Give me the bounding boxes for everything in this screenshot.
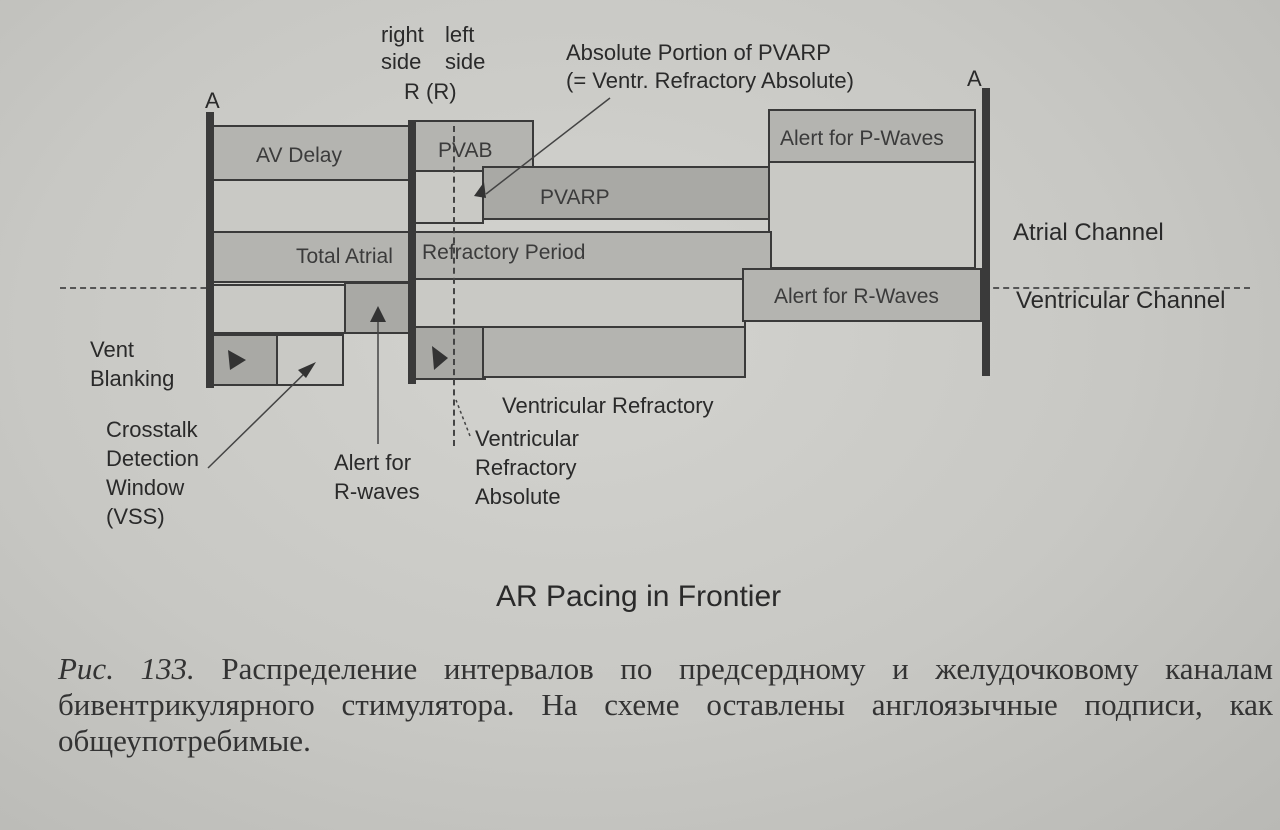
vent-refractory-absolute-label-2: Refractory [475,455,577,480]
total-atrial-label-a: Total Atrial [296,245,393,268]
crosstalk-label-4: (VSS) [106,504,165,529]
alert-r-waves-label: Alert for R-Waves [774,285,939,308]
ventricular-refractory-label: Ventricular Refractory [502,393,714,418]
pace-bar-right [982,88,990,376]
av-delay-box: AV Delay [212,125,412,181]
r-dashed-line [453,126,455,446]
crosstalk-label-3: Window [106,475,185,500]
crosstalk-window-box [276,334,344,386]
absolute-pvarp-label-1: Absolute Portion of PVARP [566,40,831,65]
blanking-arrow-icon [228,350,246,370]
vent-blanking-label-2: Blanking [90,366,175,391]
alert-r-waves-lower-label-1: Alert for [334,450,412,475]
pace-bar-middle [408,120,416,384]
vent-abs-arrow-icon [432,346,448,370]
figure-number: Рис. 133. [58,651,195,686]
crosstalk-leader [207,367,311,469]
marker-a-left: A [205,88,220,113]
alert-r-waves-box: Alert for R-Waves [742,268,982,322]
alert-r-arrow-icon [370,306,386,322]
crosstalk-arrow-icon [298,362,316,378]
atrial-channel-label: Atrial Channel [1013,219,1164,246]
left-side-label-1: left [445,22,475,47]
absolute-pvarp-leader [485,97,611,195]
marker-a-right: A [967,66,982,91]
vent-abs-leader [455,399,471,437]
total-atrial-label-b: Refractory Period [422,241,586,264]
alert-r-waves-lower-label-2: R-waves [334,479,420,504]
crosstalk-label-1: Crosstalk [106,417,198,442]
right-side-label-2: side [381,49,422,74]
caption-text: Распределение интервалов по предсердному… [58,651,1273,758]
av-delay-label: AV Delay [256,144,342,167]
figure-title: AR Pacing in Frontier [496,580,782,613]
pace-bar-left [206,112,214,388]
vent-refractory-absolute-label-1: Ventricular [475,426,579,451]
vent-refractory-box [482,326,746,378]
figure-caption: Рис. 133. Распределение интервалов по пр… [58,651,1273,759]
pvab-label: PVAB [438,139,493,162]
vent-refractory-absolute-label-3: Absolute [475,484,561,509]
vent-row1-left [212,284,346,334]
crosstalk-label-2: Detection [106,446,199,471]
alert-p-waves-label: Alert for P-Waves [780,127,944,150]
right-side-label-1: right [381,22,424,47]
r-marker-label: R (R) [404,79,457,104]
pvarp-box: PVARP [482,166,772,220]
left-side-label-2: side [445,49,486,74]
pvarp-arrow-icon [474,182,486,198]
absolute-pvarp-label-2: (= Ventr. Refractory Absolute) [566,68,854,93]
pvarp-label: PVARP [540,186,610,209]
ventricular-channel-label: Ventricular Channel [1016,287,1226,314]
total-atrial-refractory-box: Total Atrial Refractory Period [212,231,772,283]
vent-blanking-label-1: Vent [90,337,135,362]
atrial-right-empty [768,161,976,269]
